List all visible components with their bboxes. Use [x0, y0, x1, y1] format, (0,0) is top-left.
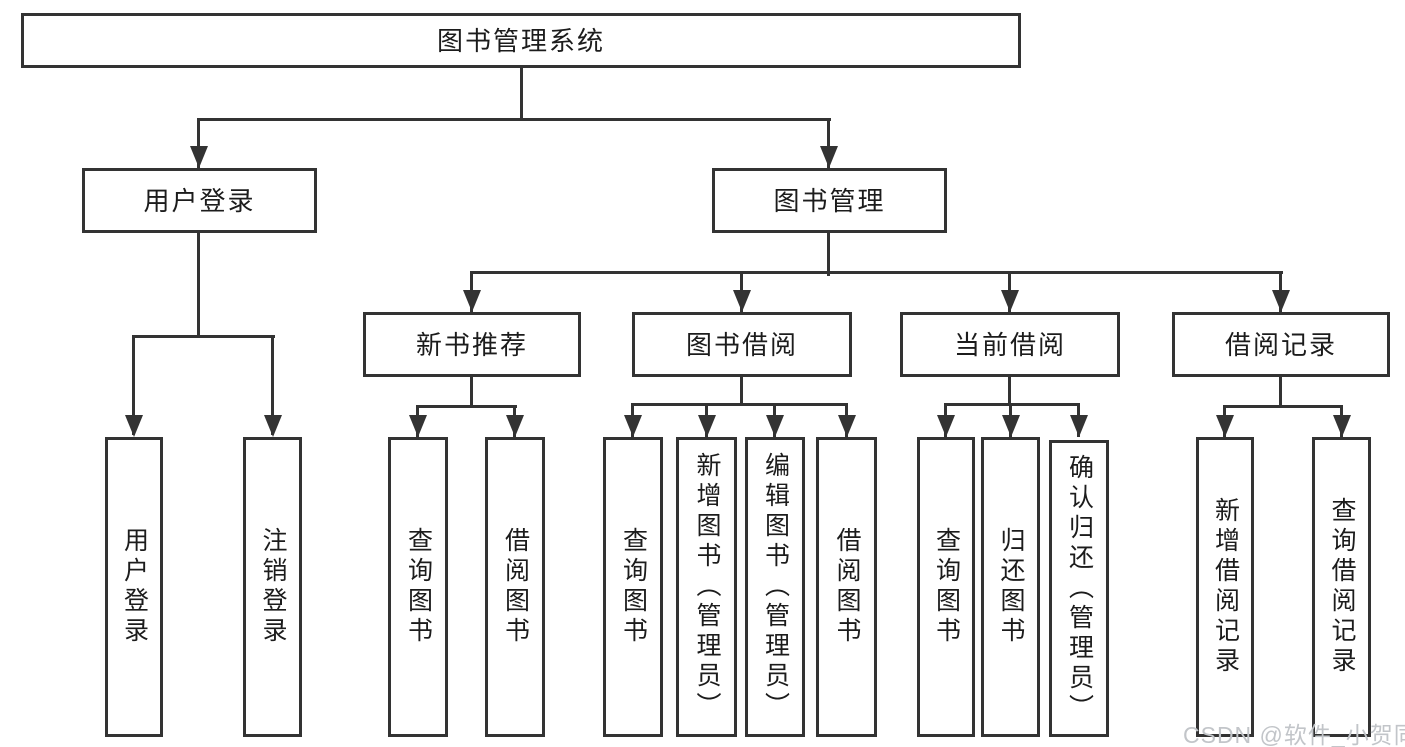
- leaf-borrow-books-borrowing: 借阅图书: [816, 437, 877, 737]
- node-label: 当前借阅: [953, 329, 1066, 360]
- leaf-label: 新增图书（管理员）: [693, 452, 721, 722]
- leaf-return-book: 归还图书: [981, 437, 1040, 737]
- arrow-down-icon: [506, 415, 524, 437]
- leaf-label: 归还图书: [997, 527, 1025, 647]
- arrow-down-icon: [264, 415, 282, 437]
- leaf-logout: 注销登录: [243, 437, 302, 737]
- node-label: 用户登录: [143, 185, 256, 216]
- connector-rail-root: [198, 118, 831, 121]
- arrow-down-icon: [1272, 290, 1290, 312]
- node-label: 图书管理: [773, 185, 886, 216]
- arrow-down-icon: [838, 415, 856, 437]
- connector-stem-root: [520, 68, 523, 121]
- node-library-management-system: 图书管理系统: [21, 13, 1021, 68]
- leaf-add-book-admin: 新增图书（管理员）: [676, 437, 737, 737]
- leaf-label: 确认归还（管理员）: [1065, 453, 1094, 724]
- leaf-label: 借阅图书: [833, 527, 861, 647]
- arrow-down-icon: [409, 415, 427, 437]
- connector-rail-current-borrowing: [945, 403, 1080, 406]
- arrow-down-icon: [624, 415, 642, 437]
- leaf-label: 注销登录: [259, 527, 287, 647]
- arrow-down-icon: [1002, 415, 1020, 437]
- leaf-confirm-return-admin: 确认归还（管理员）: [1049, 440, 1109, 737]
- arrow-down-icon: [463, 290, 481, 312]
- connector-drop: [271, 335, 274, 435]
- leaf-query-borrow-record: 查询借阅记录: [1312, 437, 1371, 737]
- connector-stem-borrowing-records: [1279, 377, 1282, 408]
- arrow-down-icon: [1001, 290, 1019, 312]
- leaf-query-books-current: 查询图书: [917, 437, 975, 737]
- leaf-borrow-books-recommend: 借阅图书: [485, 437, 545, 737]
- leaf-user-login: 用户登录: [105, 437, 163, 737]
- arrow-down-icon: [125, 415, 143, 437]
- arrow-down-icon: [820, 146, 838, 168]
- arrow-down-icon: [733, 290, 751, 312]
- arrow-down-icon: [1216, 415, 1234, 437]
- connector-drop: [132, 335, 135, 435]
- connector-stem-book-borrowing: [740, 377, 743, 406]
- connector-rail-borrowing-records: [1224, 405, 1343, 408]
- node-new-book-recommendation: 新书推荐: [363, 312, 581, 377]
- leaf-label: 编辑图书（管理员）: [761, 452, 790, 722]
- leaf-add-borrow-record: 新增借阅记录: [1196, 437, 1254, 737]
- leaf-edit-book-admin: 编辑图书（管理员）: [745, 437, 805, 737]
- connector-drop: [197, 118, 200, 168]
- arrow-down-icon: [766, 415, 784, 437]
- connector-rail-user-login: [133, 335, 275, 338]
- leaf-label: 查询图书: [619, 527, 648, 647]
- arrow-down-icon: [698, 415, 716, 437]
- connector-rail-book-borrowing: [631, 403, 848, 406]
- node-label: 新书推荐: [415, 329, 528, 360]
- connector-stem-user-login: [197, 233, 200, 338]
- arrow-down-icon: [1333, 415, 1351, 437]
- node-label: 图书借阅: [685, 329, 798, 360]
- node-label: 借阅记录: [1224, 329, 1337, 360]
- leaf-query-books-borrowing: 查询图书: [603, 437, 663, 737]
- node-user-login: 用户登录: [82, 168, 317, 233]
- connector-stem-current-borrowing: [1008, 377, 1011, 406]
- leaf-label: 查询借阅记录: [1328, 497, 1356, 677]
- node-current-borrowing: 当前借阅: [900, 312, 1120, 377]
- node-book-management: 图书管理: [712, 168, 947, 233]
- node-book-borrowing: 图书借阅: [632, 312, 852, 377]
- leaf-label: 新增借阅记录: [1211, 497, 1240, 677]
- connector-stem-new-book: [470, 377, 473, 408]
- arrow-down-icon: [1070, 415, 1088, 437]
- connector-drop: [827, 118, 830, 168]
- connector-stem-book-management: [827, 233, 830, 276]
- leaf-label: 用户登录: [120, 527, 149, 647]
- node-borrowing-records: 借阅记录: [1172, 312, 1390, 377]
- arrow-down-icon: [190, 146, 208, 168]
- connector-rail-book-management: [470, 271, 1283, 274]
- leaf-label: 查询图书: [404, 527, 433, 647]
- node-label: 图书管理系统: [436, 25, 605, 56]
- leaf-label: 查询图书: [932, 527, 961, 647]
- arrow-down-icon: [937, 415, 955, 437]
- connector-rail-new-book: [417, 405, 517, 408]
- csdn-watermark: CSDN @软件_小贺同学: [1183, 722, 1405, 747]
- leaf-query-books-recommend: 查询图书: [388, 437, 448, 737]
- leaf-label: 借阅图书: [501, 527, 530, 647]
